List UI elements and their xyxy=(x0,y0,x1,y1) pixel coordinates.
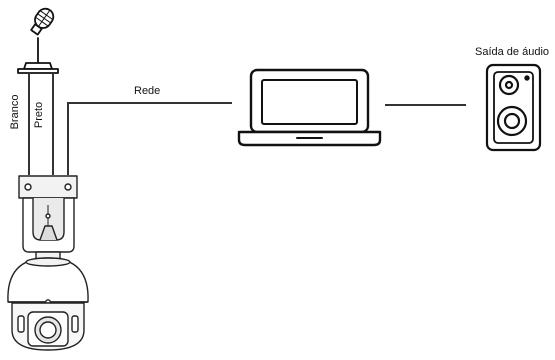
microphone-icon xyxy=(18,6,58,73)
speaker-icon xyxy=(487,65,540,150)
network-cable xyxy=(68,103,232,175)
network-label: Rede xyxy=(134,85,160,97)
laptop-icon xyxy=(239,70,380,145)
wire-white-label: Branco xyxy=(9,95,21,130)
wire-black-label: Preto xyxy=(33,102,45,128)
audio-output-label: Saída de áudio xyxy=(475,46,549,58)
ptz-camera-icon xyxy=(8,176,88,350)
